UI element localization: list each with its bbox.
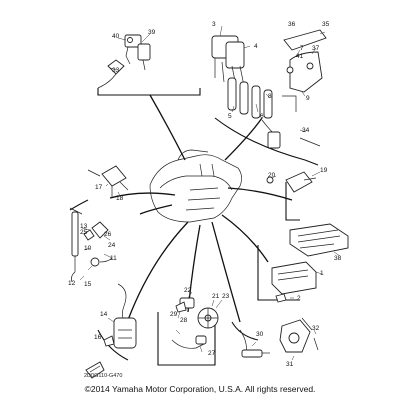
leader-to-right	[227, 187, 293, 201]
part-sensor-31	[279, 317, 319, 361]
callout-label: 34	[302, 127, 310, 134]
callout-label: 13	[80, 223, 88, 230]
leader-to-left-upper	[139, 204, 173, 215]
bracket-left-mid	[69, 199, 89, 211]
callout-label: 31	[286, 361, 294, 368]
callout-label: 28	[180, 317, 188, 324]
callout-label: 18	[116, 195, 124, 202]
callout-label: 22	[184, 287, 192, 294]
callout-label: 30	[256, 331, 264, 338]
part-group-top-left	[97, 33, 151, 89]
copyright-notice: ©2014 Yamaha Motor Corporation, U.S.A. A…	[84, 384, 316, 394]
callout-label: 37	[312, 45, 320, 52]
callout-label: 39	[148, 29, 156, 36]
callout-label: 25	[80, 229, 88, 236]
callout-label: 6	[260, 113, 264, 120]
bracket-bottom-center	[157, 312, 216, 366]
diagram-code: 2D0G110-G470	[84, 373, 123, 379]
callout-label: 24	[108, 242, 116, 249]
part-o2-sensor-30	[239, 329, 270, 358]
bracket-bottom-left	[97, 329, 129, 361]
callout-label: 15	[84, 281, 92, 288]
callout-label: 3	[212, 21, 216, 28]
part-relay-unit-1	[271, 261, 323, 303]
callout-label: 41	[296, 53, 304, 60]
leader-to-bottom-right	[211, 221, 241, 323]
leader-to-top-right	[224, 117, 263, 161]
callout-label: 8	[268, 93, 272, 100]
part-horn-14	[103, 283, 137, 349]
leader-to-top-left	[149, 94, 186, 161]
callout-label: 26	[104, 231, 112, 238]
callout-label: 38	[334, 255, 342, 262]
callout-label: 10	[84, 245, 92, 252]
leader-to-right-lower	[221, 214, 269, 263]
callout-label: 17	[95, 184, 103, 191]
callout-label: 7	[300, 45, 304, 52]
bracket-right-mid	[285, 182, 300, 221]
part-group-bottom-center	[171, 291, 223, 353]
callout-label: 35	[322, 21, 330, 28]
callout-label: 19	[320, 167, 328, 174]
callout-labels: 1 2 3 4 5 6 7 8 9 10 11 12 13 14 15 16 1…	[68, 21, 342, 368]
callout-label: 27	[208, 350, 216, 357]
callout-label: 36	[288, 21, 296, 28]
bracket-top-right	[214, 117, 319, 166]
callout-label: 4	[254, 43, 258, 50]
callout-label: 12	[68, 280, 76, 287]
leader-to-left	[109, 192, 176, 199]
callout-label: 14	[100, 311, 108, 318]
front-direction-icon	[85, 361, 105, 379]
callout-label: 9	[306, 95, 310, 102]
bracket-bottom-right	[231, 321, 259, 341]
part-group-right-upper	[266, 171, 321, 193]
callout-label: 40	[112, 33, 120, 40]
part-group-left-upper	[87, 165, 129, 198]
callout-label: 5	[228, 113, 232, 120]
callout-label: 20	[268, 172, 276, 179]
part-ecu-38	[289, 223, 349, 257]
part-group-top-right	[211, 25, 327, 149]
callout-label: 1	[320, 270, 324, 277]
bracket-top-left	[97, 88, 201, 96]
callout-label: 2	[297, 295, 301, 302]
motorcycle-outline	[149, 149, 242, 223]
callout-label: 11	[110, 255, 117, 262]
callout-label: 23	[222, 293, 230, 300]
callout-label: 21	[212, 293, 220, 300]
callout-label: 32	[312, 325, 320, 332]
leader-to-bottom-left	[127, 221, 189, 321]
callout-label: 16	[94, 334, 102, 341]
callout-label: 33	[112, 67, 120, 74]
callout-label: 29	[170, 311, 178, 318]
part-group-left-lower	[69, 207, 113, 283]
